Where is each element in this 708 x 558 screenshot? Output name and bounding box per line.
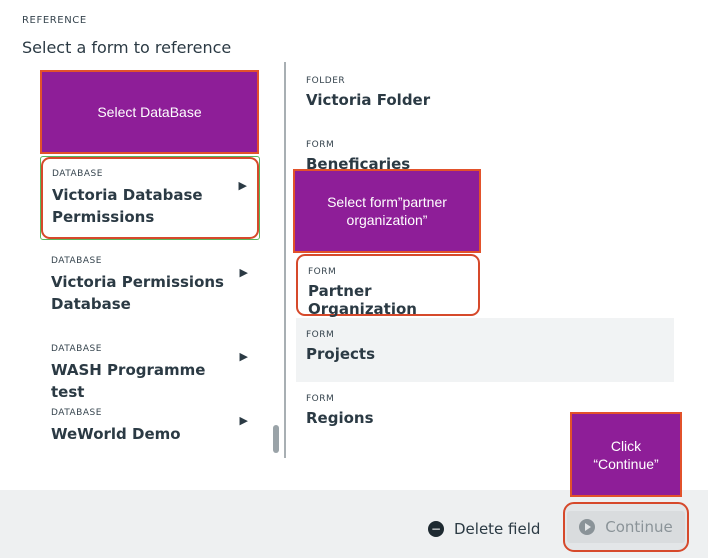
annotation-select-database: Select DataBase [40, 70, 259, 154]
form-item-regions[interactable]: FORM Regions [296, 382, 674, 446]
delete-field-button[interactable]: − Delete field [428, 518, 540, 540]
item-kind: FORM [308, 267, 337, 277]
item-name: Victoria Database Permissions [52, 186, 203, 226]
item-name: Regions [306, 409, 374, 427]
continue-button-inner: Continue [567, 511, 685, 543]
delete-field-label: Delete field [454, 520, 541, 538]
database-item-weworld-demo[interactable]: DATABASE WeWorld Demo ▶ [40, 396, 260, 480]
reference-label: REFERENCE [22, 15, 87, 26]
column-divider [284, 62, 286, 458]
chevron-right-icon: ▶ [239, 414, 248, 427]
form-item-partner-organization[interactable]: FORM Partner Organization [296, 254, 480, 318]
item-name: Projects [306, 345, 376, 363]
item-kind: DATABASE [51, 256, 102, 266]
item-kind: DATABASE [51, 408, 102, 418]
annotation-click-continue: Click “Continue” [570, 412, 682, 497]
folder-item-victoria-folder[interactable]: FOLDER Victoria Folder [296, 64, 674, 128]
scrollbar-thumb[interactable] [273, 425, 279, 453]
item-kind: DATABASE [51, 344, 102, 354]
item-kind: FORM [306, 140, 335, 150]
database-item-victoria-database-permissions[interactable]: DATABASE Victoria Database Permissions ▶ [40, 156, 260, 240]
highlight-ring [41, 157, 259, 239]
item-name: Partner Organization [308, 282, 417, 318]
form-item-projects[interactable]: FORM Projects [296, 318, 674, 382]
item-kind: FORM [306, 394, 335, 404]
item-name: Beneficaries [306, 155, 411, 173]
item-kind: FORM [306, 330, 335, 340]
database-item-wash-programme-test[interactable]: DATABASE WASH Programme test ▶ [40, 332, 260, 416]
play-circle-icon [579, 519, 596, 535]
chevron-right-icon: ▶ [238, 179, 247, 192]
item-kind: FOLDER [306, 76, 346, 86]
page-title: Select a form to reference [22, 38, 232, 57]
minus-circle-icon: − [428, 521, 444, 537]
chevron-right-icon: ▶ [239, 350, 248, 363]
database-list-scrollbar[interactable] [269, 62, 283, 458]
continue-button[interactable]: Continue [563, 502, 689, 552]
annotation-select-form: Select form”partner organization” [293, 169, 481, 253]
item-name: WeWorld Demo [51, 425, 181, 443]
continue-label: Continue [605, 518, 673, 536]
item-name: Victoria Permissions Database [51, 273, 224, 313]
item-name: WASH Programme test [51, 361, 206, 401]
item-name: Victoria Folder [306, 91, 431, 109]
chevron-right-icon: ▶ [239, 266, 248, 279]
database-item-victoria-permissions-database[interactable]: DATABASE Victoria Permissions Database ▶ [40, 244, 260, 328]
item-kind: DATABASE [52, 169, 103, 179]
form-item-beneficaries[interactable]: FORM Beneficaries [296, 128, 674, 192]
